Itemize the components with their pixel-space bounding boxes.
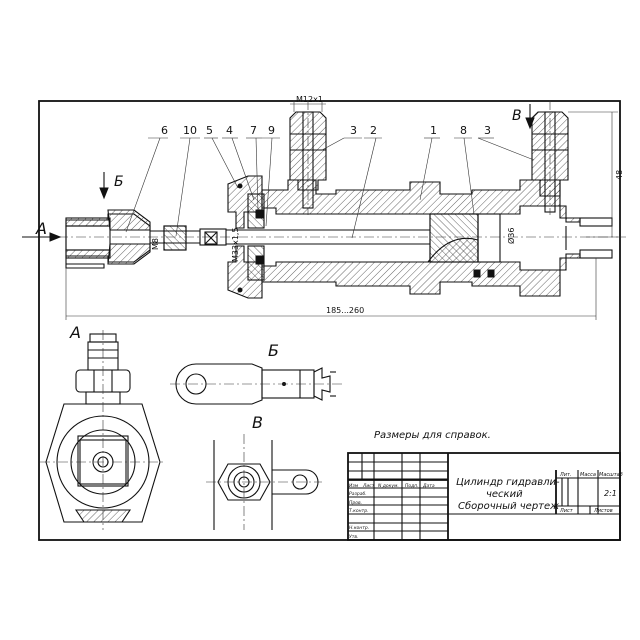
view-arrow-v-label: В — [512, 108, 522, 124]
view-a-label: A — [69, 323, 81, 342]
callout-3-left: 3 — [350, 124, 357, 137]
callout-3-right: 3 — [484, 124, 491, 137]
col-izm: Изм — [349, 483, 359, 489]
sheets-label: Листов — [593, 508, 613, 514]
thread-rod-dimension: M8 — [151, 238, 160, 250]
main-section-view: M12x1 48 185...260 M8 M33x1,5 Ø36 A Б В — [22, 95, 628, 320]
thread-top-dimension: M12x1 — [296, 95, 323, 104]
view-a: A — [40, 323, 166, 530]
scale-value: 2:1 — [604, 489, 617, 498]
sheet-label: Лист — [559, 508, 574, 514]
thread-body-dimension: M33x1,5 — [231, 227, 240, 262]
view-b-label: Б — [268, 341, 279, 360]
col-list: Лист — [362, 483, 375, 489]
callout-6: 6 — [161, 124, 168, 137]
callout-4: 4 — [226, 124, 233, 137]
callout-10: 10 — [183, 124, 197, 137]
col-scale: Масштаб — [599, 472, 623, 478]
title-line-2: ческий — [486, 489, 523, 500]
view-v: В — [206, 413, 322, 530]
row-razrab: Разраб. — [349, 491, 367, 497]
title-line-1: Цилиндр гидравли- — [456, 477, 560, 488]
row-nkontr: Н.контр. — [349, 525, 369, 531]
view-arrow-a-label: A — [35, 219, 47, 238]
title-block: Цилиндр гидравли- ческий Сборочный черте… — [347, 452, 623, 541]
sheet-frame — [38, 100, 621, 541]
callout-7: 7 — [250, 124, 257, 137]
callout-1: 1 — [430, 124, 437, 137]
title-line-3: Сборочный чертеж — [458, 500, 559, 512]
col-sign: Подп. — [405, 483, 419, 489]
view-v-label: В — [252, 413, 263, 432]
callout-9: 9 — [268, 124, 275, 137]
reference-note: Размеры для справок. — [374, 430, 491, 441]
row-utv: Утв. — [349, 534, 358, 540]
callout-8: 8 — [460, 124, 467, 137]
col-lit: Лит. — [559, 472, 572, 478]
bore-dimension: Ø36 — [506, 228, 516, 244]
col-mass: Масса — [580, 472, 596, 478]
row-tkontr: Т.контр. — [349, 508, 369, 514]
length-dimension: 185...260 — [326, 306, 364, 315]
col-date: Дата — [422, 483, 435, 489]
view-arrow-b-label: Б — [114, 174, 124, 190]
callout-2: 2 — [370, 124, 377, 137]
callout-5: 5 — [206, 124, 213, 137]
height-dimension: 48 — [615, 170, 624, 180]
col-doc: N докум. — [378, 483, 399, 489]
row-prov: Пров. — [349, 500, 362, 506]
view-b: Б — [170, 341, 344, 405]
